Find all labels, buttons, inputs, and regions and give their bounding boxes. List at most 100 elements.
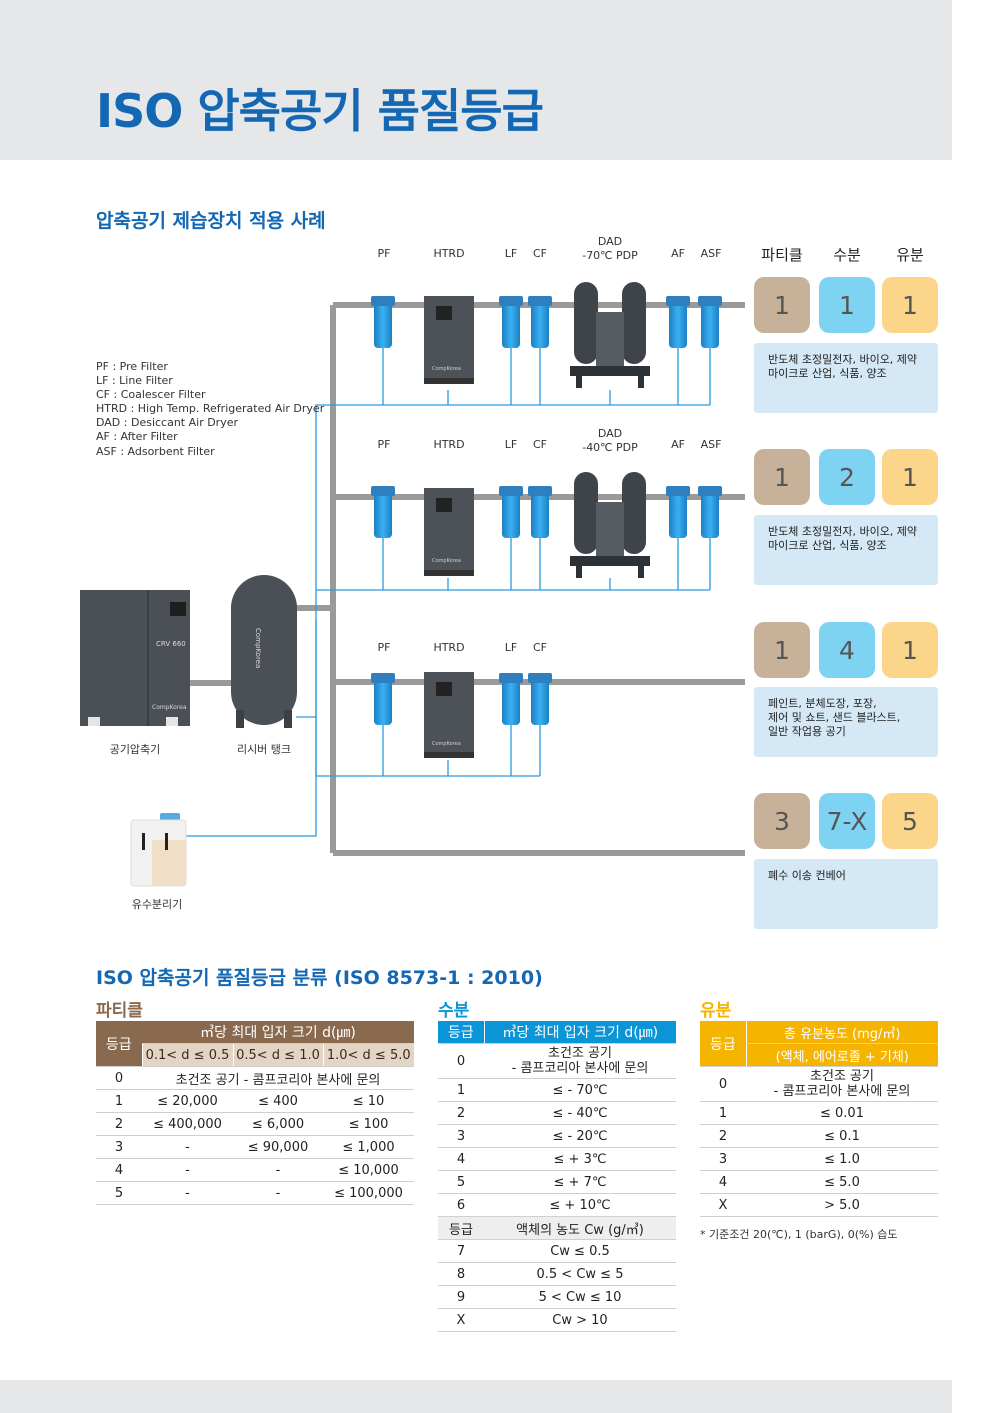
- grade-cell: 1: [438, 1078, 484, 1102]
- grade-tile-moisture: 4: [819, 622, 875, 678]
- value-cell: -: [233, 1181, 323, 1205]
- air-compressor: [80, 590, 190, 726]
- label-dad-2: DAD: [597, 427, 623, 440]
- value-cell: ≤ 0.1: [746, 1124, 938, 1148]
- particle-sub-header: 0.1< d ≤ 0.5: [141, 1043, 233, 1067]
- filter-pf-1: [371, 296, 395, 348]
- table-row: 0 초건조 공기- 콤프코리아 본사에 문의: [700, 1066, 938, 1102]
- value-cell: ≤ - 40℃: [484, 1101, 676, 1125]
- piping-diagram: [80, 282, 745, 887]
- tank-caption: 리시버 탱크: [236, 743, 292, 756]
- moisture-main-header: ㎥당 최대 입자 크기 d(㎛): [483, 1021, 676, 1044]
- htrd-dryer-3: [424, 672, 474, 758]
- table-row: 3≤ - 20℃: [438, 1124, 676, 1148]
- table-row: 4--≤ 10,000: [96, 1158, 414, 1182]
- compressor-brand: CompKorea: [152, 704, 187, 711]
- grade-cell: 등급: [438, 1216, 484, 1240]
- grade-tile-moisture: 1: [819, 277, 875, 333]
- value-line: - 콤프코리아 본사에 문의: [773, 1084, 911, 1099]
- value-cell: ≤ 400: [233, 1089, 323, 1113]
- table-row: 5≤ + 7℃: [438, 1170, 676, 1194]
- table-row: 1≤ - 70℃: [438, 1078, 676, 1102]
- table-row: 1≤ 0.01: [700, 1101, 938, 1125]
- application-text: 폐수 이송 컨베어: [768, 869, 846, 882]
- value-cell: ≤ 1.0: [746, 1147, 938, 1171]
- label-pf-1: PF: [377, 247, 391, 260]
- grade-tile-particle: 1: [754, 277, 810, 333]
- grade-cell: 4: [700, 1170, 746, 1194]
- oil-main-header: 총 유분농도 (mg/㎥): [745, 1021, 938, 1044]
- grade-cell: 9: [438, 1285, 484, 1309]
- table-row: 3≤ 1.0: [700, 1147, 938, 1171]
- grade-cell: 2: [96, 1112, 142, 1136]
- legend-item: DAD : Desiccant Air Dryer: [96, 416, 239, 430]
- value-cell: ≤ 0.01: [746, 1101, 938, 1125]
- separator-caption: 유수분리기: [131, 898, 183, 911]
- label-pf-2: PF: [377, 438, 391, 451]
- application-description: 폐수 이송 컨베어: [754, 859, 938, 929]
- filter-af-1: [666, 296, 690, 348]
- label-lf-2: LF: [504, 438, 518, 451]
- label-asf-1: ASF: [700, 247, 722, 260]
- column-head-particle: 파티클: [761, 246, 803, 264]
- value-cell: 0.5 < Cw ≤ 5: [484, 1262, 676, 1286]
- value-cell: > 5.0: [746, 1193, 938, 1217]
- value-cell: 초건조 공기- 콤프코리아 본사에 문의: [484, 1043, 676, 1079]
- value-cell: -: [233, 1158, 323, 1182]
- grade-tile-particle: 1: [754, 622, 810, 678]
- filter-cf-3: [528, 673, 552, 725]
- application-text: 반도체 초정밀전자, 바이오, 제약 마이크로 산업, 식품, 양조: [768, 353, 918, 380]
- grade-tile-oil: 5: [882, 793, 938, 849]
- label-asf-2: ASF: [700, 438, 722, 451]
- filter-pf-2: [371, 486, 395, 538]
- filter-asf-2: [698, 486, 722, 538]
- particle-sub-header: 1.0< d ≤ 5.0: [322, 1043, 414, 1067]
- table-row: 4≤ 5.0: [700, 1170, 938, 1194]
- moisture-table: 등급 ㎥당 최대 입자 크기 d(㎛) 0 초건조 공기- 콤프코리아 본사에 …: [438, 1021, 676, 1332]
- value-cell: 액체의 농도 Cw (g/㎥): [484, 1216, 676, 1240]
- grade-cell: 3: [96, 1135, 142, 1159]
- reference-condition-note: * 기준조건 20(℃), 1 (barG), 0(%) 습도: [700, 1228, 898, 1241]
- filter-cf-2: [528, 486, 552, 538]
- classification-title: ISO 압축공기 품질등급 분류 (ISO 8573-1 : 2010): [96, 967, 543, 989]
- value-cell: ≤ 5.0: [746, 1170, 938, 1194]
- value-cell: ≤ - 70℃: [484, 1078, 676, 1102]
- label-dad-1: DAD: [597, 235, 623, 248]
- grade-cell: 3: [700, 1147, 746, 1171]
- value-cell: ≤ 100,000: [323, 1181, 414, 1205]
- value-cell: ≤ + 10℃: [484, 1193, 676, 1217]
- filter-lf-3: [499, 673, 523, 725]
- legend-item: PF : Pre Filter: [96, 360, 168, 373]
- moisture-subtitle: 수분: [438, 1001, 470, 1021]
- grade-cell: 7: [438, 1239, 484, 1263]
- value-cell: ≤ + 3℃: [484, 1147, 676, 1171]
- htrd-brand-1: CompKorea: [432, 366, 461, 372]
- table-row: 4≤ + 3℃: [438, 1147, 676, 1171]
- column-head-oil: 유분: [896, 246, 924, 264]
- application-text: 페인트, 분체도장, 포장, 제어 및 쇼트, 샌드 블라스트, 일반 작업용 …: [768, 697, 901, 738]
- htrd-brand-2: CompKorea: [432, 558, 461, 564]
- value-cell: Cw > 10: [484, 1308, 676, 1332]
- label-pf-3: PF: [377, 641, 391, 654]
- filter-lf-2: [499, 486, 523, 538]
- dad-dryer-2: [570, 472, 650, 578]
- label-htrd-1: HTRD: [433, 247, 465, 260]
- grade-cell: 0: [700, 1066, 746, 1102]
- table-row: 6≤ + 10℃: [438, 1193, 676, 1217]
- oil-water-separator: [130, 813, 187, 887]
- value-cell: Cw ≤ 0.5: [484, 1239, 676, 1263]
- grade-cell: 5: [438, 1170, 484, 1194]
- label-cf-1: CF: [532, 247, 548, 260]
- label-lf-3: LF: [504, 641, 518, 654]
- value-cell: ≤ 10,000: [323, 1158, 414, 1182]
- particle-subtitle: 파티클: [96, 1001, 143, 1021]
- receiver-tank: [231, 575, 297, 728]
- value-cell: ≤ 10: [323, 1089, 414, 1113]
- dad-dryer-1: [570, 282, 650, 388]
- application-description: 반도체 초정밀전자, 바이오, 제약 마이크로 산업, 식품, 양조: [754, 343, 938, 413]
- grade-cell: 3: [438, 1124, 484, 1148]
- grade-cell: X: [438, 1308, 484, 1332]
